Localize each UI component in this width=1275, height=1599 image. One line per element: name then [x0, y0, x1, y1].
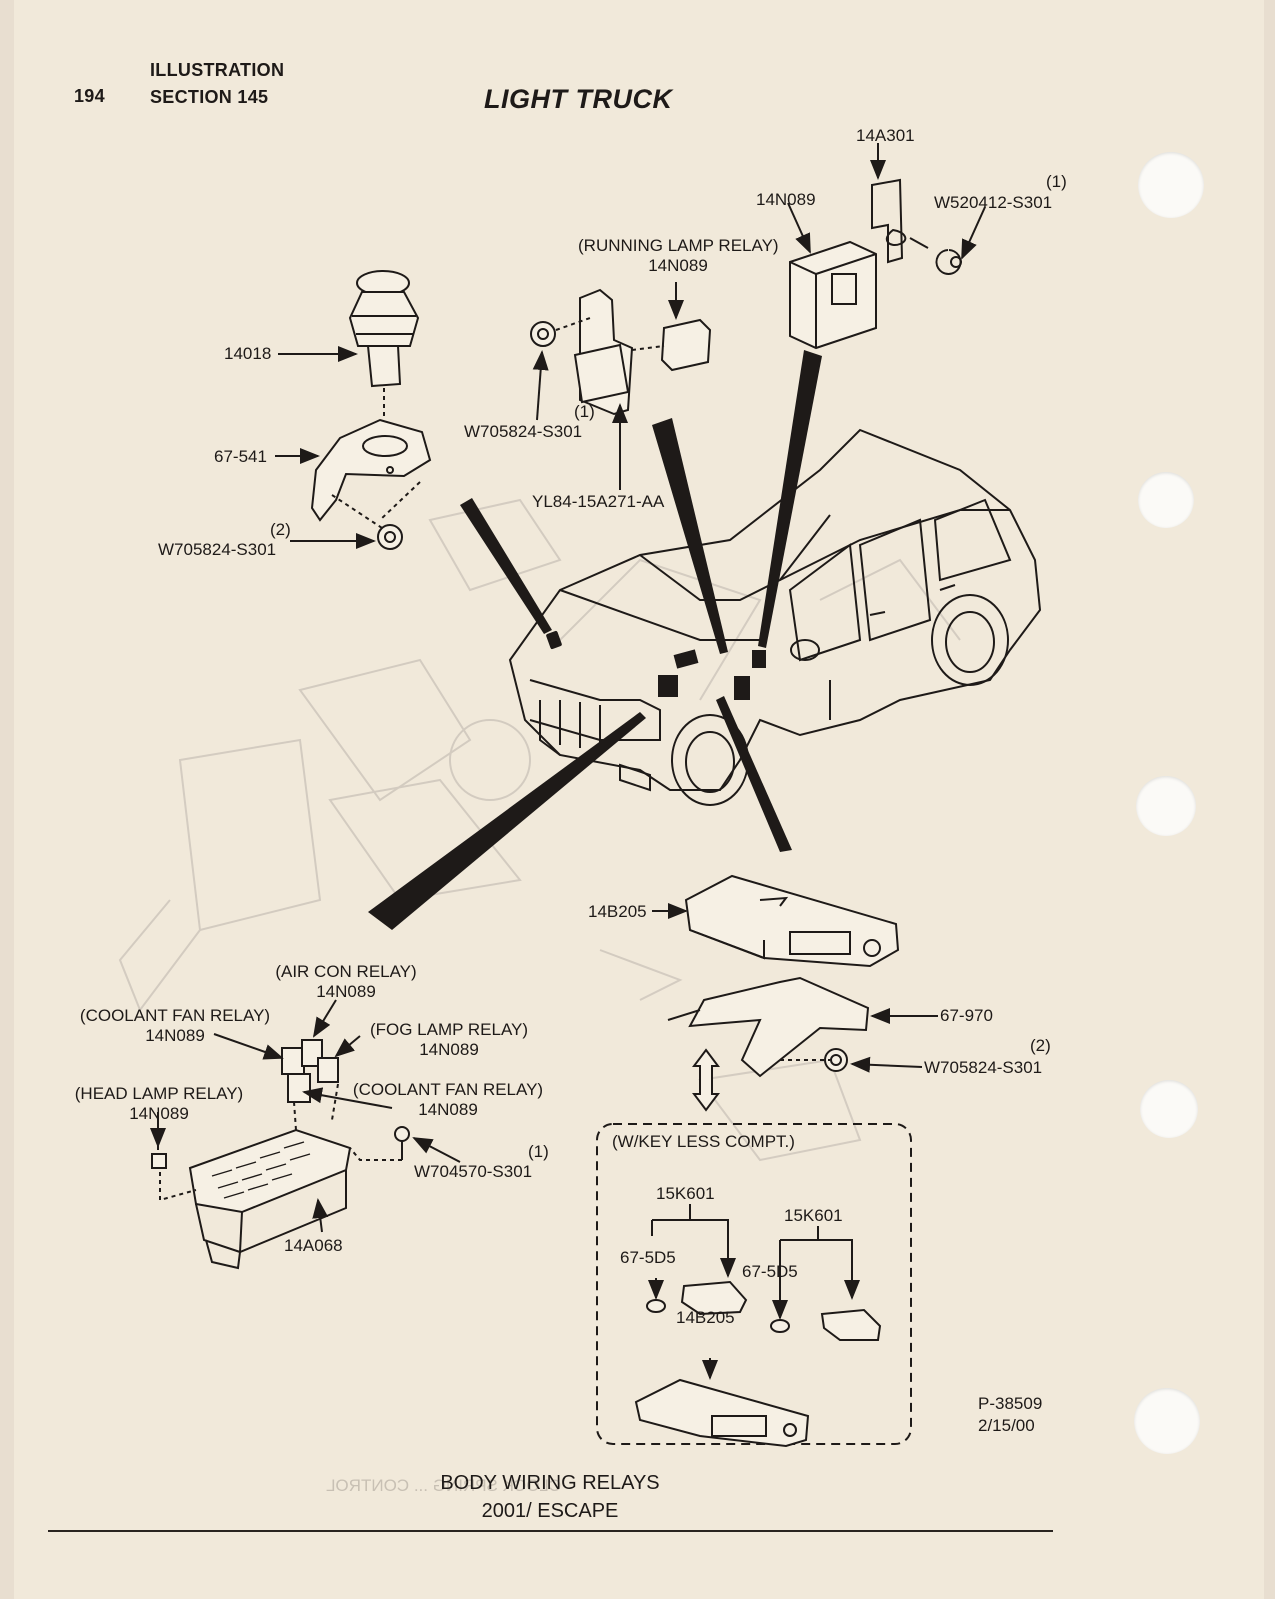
callout-coolant-fan-relay-1: (COOLANT FAN RELAY) 14N089	[62, 1006, 288, 1046]
footer-rule	[48, 1530, 1053, 1532]
flasher-14018-art	[278, 270, 420, 420]
coolant-fan-relay-1-name: (COOLANT FAN RELAY)	[79, 1006, 271, 1025]
drawing-date: 2/15/00	[978, 1416, 1035, 1435]
bracket-67541-art	[275, 418, 432, 550]
section-label: SECTION 145	[150, 87, 269, 107]
bracket-14a301-art	[870, 143, 986, 275]
callout-14b205: 14B205	[588, 902, 647, 921]
keyless-detail-art	[596, 1123, 912, 1448]
callout-w705824-right: W705824-S301	[924, 1058, 1043, 1077]
callout-w705824-left: W705824-S301	[158, 540, 277, 559]
callout-fog-lamp-relay: (FOG LAMP RELAY) 14N089	[356, 1020, 542, 1060]
caption-line-2: 2001/ ESCAPE	[481, 1500, 619, 1522]
callout-air-con-relay: (AIR CON RELAY) 14N089	[256, 962, 436, 1002]
illustration-label: ILLUSTRATION	[150, 60, 285, 80]
keyless-14b205: 14B205	[676, 1308, 735, 1327]
binder-hole-3	[1136, 776, 1196, 836]
air-con-relay-name: (AIR CON RELAY)	[275, 962, 417, 981]
callout-14a301: 14A301	[856, 126, 915, 145]
caption-line-1: BODY WIRING RELAYS	[440, 1472, 660, 1494]
coolant-fan-relay-1-part: 14N089	[145, 1026, 205, 1045]
callout-w704570: W704570-S301	[414, 1162, 533, 1181]
keyless-15k601-b: 15K601	[784, 1206, 843, 1225]
relay-location-markers	[546, 630, 766, 700]
callout-w705824-right-qty: (2)	[1030, 1036, 1051, 1055]
callout-yl84-15a271-aa: YL84-15A271-AA	[532, 492, 665, 511]
callout-w705824-relay-qty: (1)	[574, 402, 595, 421]
fog-lamp-relay-name: (FOG LAMP RELAY)	[369, 1020, 529, 1039]
binder-hole-2	[1138, 472, 1194, 528]
location-pointers	[368, 350, 822, 930]
coolant-fan-relay-2-name: (COOLANT FAN RELAY)	[352, 1080, 544, 1099]
module-14n089-art	[787, 202, 877, 350]
binder-hole-5	[1134, 1388, 1200, 1454]
running-lamp-relay-part: 14N089	[648, 256, 708, 275]
binder-hole-4	[1140, 1080, 1198, 1138]
binder-hole-1	[1138, 152, 1204, 218]
keyless-15k601-a: 15K601	[656, 1184, 715, 1203]
page-number: 194	[74, 86, 105, 106]
ghost-bleedthrough-art	[118, 498, 961, 1162]
coolant-fan-relay-2-part: 14N089	[418, 1100, 478, 1119]
drawing-number: P-38509	[978, 1394, 1043, 1413]
manual-page	[14, 0, 1264, 1599]
callout-14n089-top: 14N089	[756, 190, 816, 209]
callout-67-970: 67-970	[940, 1006, 993, 1025]
junction-box-14a068-art	[150, 999, 461, 1270]
vehicle-illustration	[508, 428, 1042, 806]
callout-67-541: 67-541	[214, 447, 267, 466]
head-lamp-relay-part: 14N089	[129, 1104, 189, 1123]
page-title: LIGHT TRUCK	[484, 84, 673, 114]
callout-14a068: 14A068	[284, 1236, 343, 1255]
module-14b205-art	[652, 874, 900, 968]
callout-w520412-qty: (1)	[1046, 172, 1067, 191]
fog-lamp-relay-part: 14N089	[419, 1040, 479, 1059]
callout-w705824-relay: W705824-S301	[464, 422, 583, 441]
callout-w705824-left-qty: (2)	[270, 520, 291, 539]
callout-running-lamp-relay: (RUNNING LAMP RELAY) 14N089	[578, 236, 779, 276]
keyless-67-5d5-b: 67-5D5	[742, 1262, 798, 1281]
callout-w520412: W520412-S301	[934, 193, 1053, 212]
callout-coolant-fan-relay-2: (COOLANT FAN RELAY) 14N089	[336, 1080, 560, 1120]
keyless-67-5d5-a: 67-5D5	[620, 1248, 676, 1267]
callout-14018: 14018	[224, 344, 272, 363]
head-lamp-relay-name: (HEAD LAMP RELAY)	[74, 1084, 244, 1103]
air-con-relay-part: 14N089	[316, 982, 376, 1001]
running-lamp-relay-name: (RUNNING LAMP RELAY)	[578, 236, 779, 255]
callout-head-lamp-relay: (HEAD LAMP RELAY) 14N089	[66, 1084, 252, 1124]
keyless-title: (W/KEY LESS COMPT.)	[612, 1132, 795, 1151]
bracket-67970-art	[667, 976, 938, 1112]
callout-w704570-qty: (1)	[528, 1142, 549, 1161]
running-lamp-relay-art	[530, 282, 712, 490]
